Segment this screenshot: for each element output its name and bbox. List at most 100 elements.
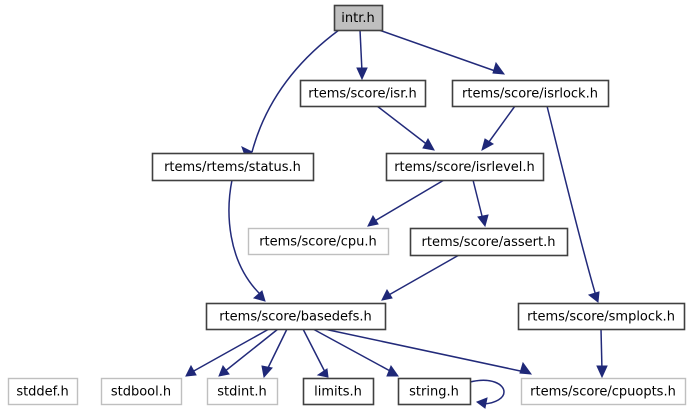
edge-line bbox=[376, 105, 430, 147]
edge-isrlevel-to-cpu bbox=[367, 179, 445, 227]
edge-line bbox=[251, 29, 340, 153]
edge-intr-to-isr bbox=[356, 29, 368, 81]
node-label: rtems/score/isr.h bbox=[308, 87, 416, 102]
node-label: stddef.h bbox=[16, 385, 68, 400]
edge-basedefs-to-stdbool bbox=[218, 328, 279, 377]
node-label: rtems/score/cpu.h bbox=[259, 235, 377, 250]
node-status[interactable]: rtems/rtems/status.h bbox=[151, 152, 315, 182]
edge-status-to-basedefs bbox=[228, 179, 266, 302]
edge-line bbox=[472, 179, 484, 221]
node-cpu: rtems/score/cpu.h bbox=[247, 227, 390, 256]
node-box bbox=[520, 377, 687, 406]
node-box bbox=[517, 302, 686, 331]
node-label: rtems/rtems/status.h bbox=[164, 160, 301, 175]
edge-line bbox=[546, 105, 597, 297]
node-stddef: stddef.h bbox=[7, 377, 79, 406]
arrowhead-icon bbox=[422, 137, 435, 151]
arrowhead-icon bbox=[185, 364, 197, 377]
edge-isr-to-isrlevel bbox=[376, 105, 435, 151]
node-label: stdbool.h bbox=[111, 385, 171, 400]
node-label: string.h bbox=[409, 385, 459, 400]
edge-isrlock-to-isrlevel bbox=[481, 105, 516, 152]
node-box bbox=[100, 377, 183, 406]
arrowhead-icon bbox=[218, 364, 230, 377]
arrowhead-icon bbox=[261, 365, 273, 379]
node-box bbox=[451, 79, 610, 108]
arrowhead-icon bbox=[316, 368, 329, 378]
edge-isrlock-to-smplock bbox=[546, 105, 600, 303]
node-intr[interactable]: intr.h bbox=[333, 4, 384, 32]
edge-line bbox=[312, 328, 393, 373]
node-label: rtems/score/assert.h bbox=[422, 235, 556, 250]
node-isrlock[interactable]: rtems/score/isrlock.h bbox=[451, 79, 610, 108]
node-label: rtems/score/smplock.h bbox=[527, 310, 675, 325]
edge-line bbox=[223, 328, 279, 373]
arrowhead-icon bbox=[381, 288, 393, 301]
node-label: stdint.h bbox=[217, 385, 266, 400]
edge-line bbox=[485, 105, 516, 147]
edge-basedefs-to-string bbox=[312, 328, 399, 377]
arrowhead-icon bbox=[519, 361, 533, 375]
node-box bbox=[333, 4, 384, 32]
arrowhead-icon bbox=[475, 397, 488, 409]
node-label: rtems/score/basedefs.h bbox=[219, 310, 372, 325]
arrowhead-icon bbox=[367, 214, 379, 227]
node-box bbox=[7, 377, 79, 406]
edge-line bbox=[378, 29, 499, 73]
arrowhead-icon bbox=[492, 61, 506, 75]
node-isr[interactable]: rtems/score/isr.h bbox=[299, 79, 427, 108]
node-box bbox=[385, 152, 545, 182]
node-label: rtems/score/isrlock.h bbox=[462, 87, 598, 102]
edge-line bbox=[372, 179, 445, 223]
arrowhead-icon bbox=[587, 291, 600, 303]
arrowhead-icon bbox=[386, 364, 399, 377]
edge-isrlevel-to-assert bbox=[472, 179, 489, 228]
edge-basedefs-to-stddef bbox=[185, 328, 270, 377]
node-box bbox=[409, 227, 569, 257]
node-label: limits.h bbox=[314, 385, 362, 400]
edge-string-to-string bbox=[469, 379, 505, 409]
node-stdint: stdint.h bbox=[206, 377, 279, 406]
edge-line bbox=[359, 29, 363, 73]
node-box bbox=[302, 377, 375, 406]
edge-intr-to-isrlock bbox=[378, 29, 506, 75]
node-string[interactable]: string.h bbox=[397, 377, 472, 406]
edge-line bbox=[469, 379, 505, 405]
edge-basedefs-to-cpuopts bbox=[323, 328, 533, 375]
node-basedefs[interactable]: rtems/score/basedefs.h bbox=[205, 302, 387, 331]
edge-line bbox=[302, 328, 326, 373]
arrowhead-icon bbox=[481, 138, 494, 152]
node-box bbox=[151, 152, 315, 182]
node-label: rtems/score/isrlevel.h bbox=[394, 160, 535, 175]
edge-line bbox=[386, 254, 460, 297]
edge-line bbox=[265, 328, 288, 373]
node-label: intr.h bbox=[341, 11, 374, 26]
node-isrlevel[interactable]: rtems/score/isrlevel.h bbox=[385, 152, 545, 182]
node-box bbox=[206, 377, 279, 406]
node-smplock[interactable]: rtems/score/smplock.h bbox=[517, 302, 686, 331]
node-box bbox=[299, 79, 427, 108]
edge-assert-to-basedefs bbox=[381, 254, 460, 301]
arrowhead-icon bbox=[252, 290, 266, 302]
node-label: rtems/score/cpuopts.h bbox=[530, 385, 676, 400]
arrowhead-icon bbox=[477, 214, 489, 228]
edge-line bbox=[323, 328, 526, 373]
node-stdbool: stdbool.h bbox=[100, 377, 183, 406]
edge-line bbox=[228, 179, 263, 297]
node-box bbox=[247, 227, 390, 256]
node-assert[interactable]: rtems/score/assert.h bbox=[409, 227, 569, 257]
arrowhead-icon bbox=[356, 67, 368, 81]
edge-smplock-to-cpuopts bbox=[596, 328, 608, 379]
node-box bbox=[205, 302, 387, 331]
arrowhead-icon bbox=[596, 365, 608, 379]
node-limits[interactable]: limits.h bbox=[302, 377, 375, 406]
edge-basedefs-to-limits bbox=[302, 328, 329, 378]
edge-basedefs-to-stdint bbox=[261, 328, 288, 379]
node-cpuopts: rtems/score/cpuopts.h bbox=[520, 377, 687, 406]
edge-line bbox=[600, 328, 603, 372]
nodes-layer: intr.h rtems/score/isr.h rtems/score/isrlo… bbox=[7, 4, 687, 406]
edge-line bbox=[191, 328, 270, 373]
edges-layer bbox=[185, 29, 608, 409]
